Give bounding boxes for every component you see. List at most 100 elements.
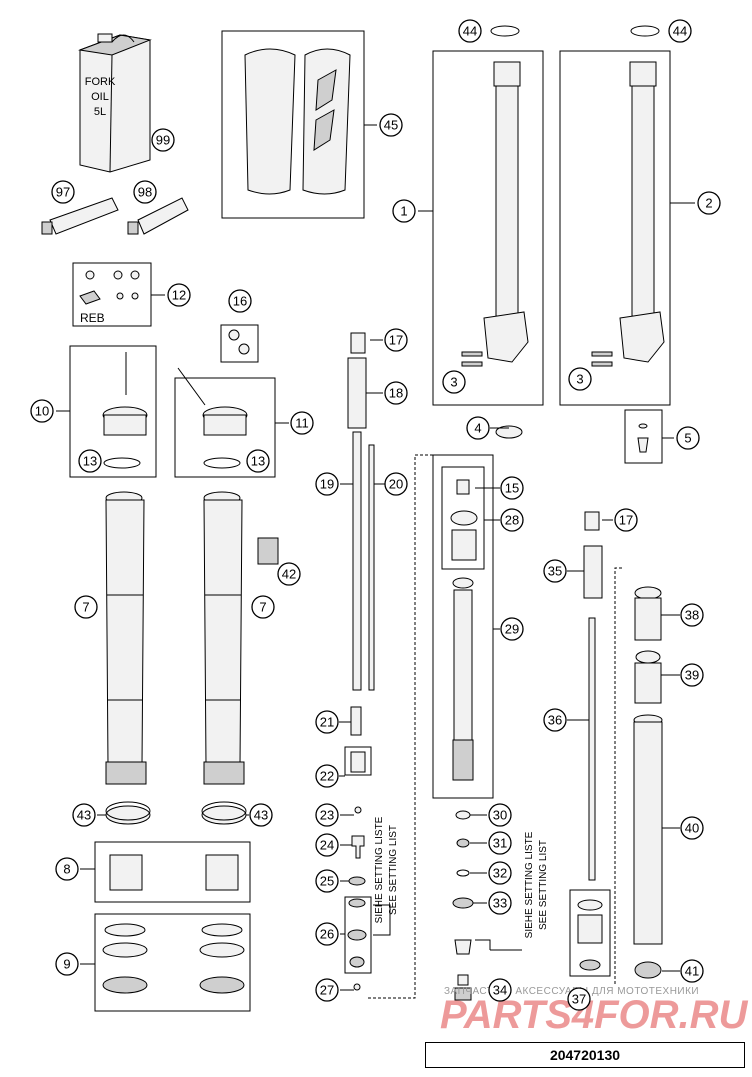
- guide-43-right: [201, 801, 247, 825]
- svg-text:3: 3: [450, 375, 457, 390]
- callout-13b: 13: [246, 449, 270, 473]
- svg-text:23: 23: [320, 808, 334, 823]
- cartridge-29: [450, 479, 478, 781]
- svg-text:9: 9: [63, 957, 70, 972]
- callout-43a: 43: [72, 803, 96, 827]
- cartridge-box-29: [432, 454, 494, 799]
- reb-label: REB: [80, 311, 105, 325]
- callout-38: 38: [680, 603, 704, 627]
- svg-text:4: 4: [474, 421, 481, 436]
- outer-tube-box-2: [559, 50, 671, 406]
- inner-tube-left: [105, 491, 147, 785]
- svg-text:21: 21: [320, 715, 334, 730]
- callout-20: 20: [384, 472, 408, 496]
- setting-bracket-right: [475, 939, 491, 950]
- callout-1: 1: [392, 199, 416, 223]
- seal-4: [495, 425, 523, 439]
- can-label-line-2: OIL: [91, 91, 109, 103]
- leader-lines: [56, 124, 695, 991]
- callout-37: 37: [567, 987, 591, 1011]
- svg-text:36: 36: [548, 713, 562, 728]
- svg-text:8: 8: [63, 862, 70, 877]
- svg-text:35: 35: [548, 564, 562, 579]
- callout-28: 28: [500, 508, 524, 532]
- svg-text:22: 22: [320, 769, 334, 784]
- watermark: ЗАПЧАСТИ И АКСЕССУАРЫ ДЛЯ МОТОТЕХНИКИ PA…: [440, 986, 749, 1037]
- svg-text:41: 41: [685, 964, 699, 979]
- svg-text:3: 3: [576, 372, 583, 387]
- callout-36: 36: [543, 708, 567, 732]
- diagram-id-code: 204720130: [425, 1042, 745, 1068]
- cartridge-head-box-28: [441, 466, 485, 570]
- svg-text:45: 45: [384, 118, 398, 133]
- outer-tube-2: [591, 25, 665, 367]
- compression-rod-assembly: [569, 511, 611, 977]
- grease-tube-97: [41, 197, 119, 235]
- callout-11: 11: [290, 411, 314, 435]
- svg-text:13: 13: [83, 454, 97, 469]
- svg-text:28: 28: [505, 513, 519, 528]
- svg-text:11: 11: [295, 416, 309, 431]
- svg-text:42: 42: [282, 567, 296, 582]
- callout-15: 15: [500, 476, 524, 500]
- callout-13a: 13: [78, 449, 102, 473]
- callout-42: 42: [277, 562, 301, 586]
- svg-text:17: 17: [389, 333, 403, 348]
- outer-tube-1: [461, 25, 529, 367]
- callout-33: 33: [488, 891, 512, 915]
- callout-39: 39: [680, 663, 704, 687]
- callout-3b: 3: [568, 367, 592, 391]
- callout-23: 23: [315, 803, 339, 827]
- setting-text-left-1: SIEHE SETTING LISTE: [374, 816, 385, 923]
- svg-text:37: 37: [572, 992, 586, 1007]
- grease-tube-98: [127, 197, 189, 235]
- svg-text:31: 31: [493, 836, 507, 851]
- seals-9: [102, 923, 245, 994]
- svg-text:2: 2: [705, 196, 712, 211]
- callout-29: 29: [500, 617, 524, 641]
- watermark-brand: PARTS4FOR.RU: [440, 993, 749, 1037]
- callout-7b: 7: [251, 595, 275, 619]
- svg-text:44: 44: [463, 24, 477, 39]
- callout-7a: 7: [74, 595, 98, 619]
- cap-screws: [228, 329, 250, 355]
- callout-18: 18: [384, 381, 408, 405]
- setting-text-right-1: SIEHE SETTING LISTE: [524, 831, 535, 938]
- callout-32: 32: [488, 861, 512, 885]
- svg-text:39: 39: [685, 668, 699, 683]
- svg-text:12: 12: [172, 288, 186, 303]
- callout-43b: 43: [249, 803, 273, 827]
- callout-21: 21: [315, 710, 339, 734]
- svg-text:16: 16: [233, 294, 247, 309]
- callout-17a: 17: [384, 328, 408, 352]
- seal-box-9: [94, 913, 251, 1012]
- sticker-42: [257, 537, 279, 565]
- svg-text:32: 32: [493, 866, 507, 881]
- callout-3a: 3: [442, 370, 466, 394]
- svg-text:13: 13: [251, 454, 265, 469]
- callout-34: 34: [488, 978, 512, 1002]
- svg-text:43: 43: [254, 808, 268, 823]
- reb-kit-parts: [79, 270, 140, 305]
- callout-22: 22: [315, 764, 339, 788]
- dashed-connector-right: [614, 567, 622, 985]
- svg-text:34: 34: [493, 983, 507, 998]
- setting-text-right-2: SEE SETTING LIST: [538, 840, 549, 930]
- guide-43-left: [105, 801, 151, 825]
- callout-5: 5: [676, 426, 700, 450]
- svg-text:20: 20: [389, 477, 403, 492]
- callout-12: 12: [167, 283, 191, 307]
- svg-text:40: 40: [685, 821, 699, 836]
- cap-assy-box-11: [174, 377, 276, 478]
- callout-99: 99: [151, 128, 175, 152]
- svg-text:7: 7: [259, 600, 266, 615]
- inner-tube-right: [203, 491, 245, 785]
- svg-text:43: 43: [77, 808, 91, 823]
- callout-9: 9: [55, 952, 79, 976]
- svg-text:1: 1: [400, 204, 407, 219]
- callout-45: 45: [379, 113, 403, 137]
- bleeder-5: [637, 423, 649, 453]
- callout-40: 40: [680, 816, 704, 840]
- svg-text:24: 24: [320, 838, 334, 853]
